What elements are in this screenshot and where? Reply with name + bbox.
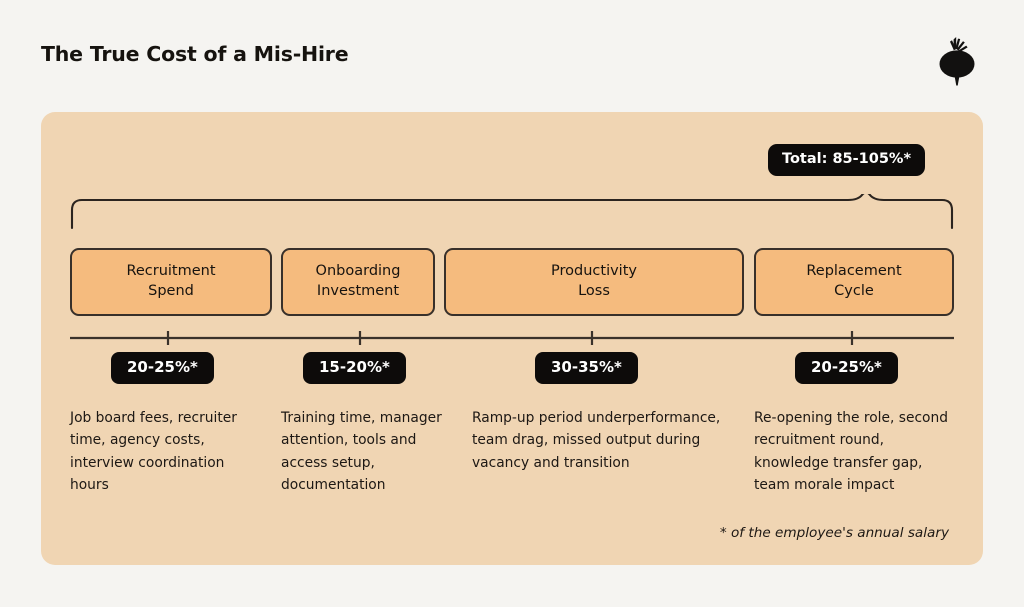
category-name-line2: Loss: [578, 283, 610, 299]
brace-bracket: [70, 194, 954, 230]
infographic-panel: Total: 85-105%* Recruitment Spend Onboar…: [41, 112, 983, 565]
header: The True Cost of a Mis-Hire: [0, 0, 1024, 110]
category-name-line2: Spend: [148, 283, 194, 299]
percent-badge-onboarding-investment: 15-20%*: [303, 352, 406, 384]
percent-badges: 20-25%* 15-20%* 30-35%* 20-25%*: [70, 352, 954, 384]
category-box-productivity-loss[interactable]: Productivity Loss: [444, 248, 744, 316]
category-boxes: Recruitment Spend Onboarding Investment …: [70, 248, 954, 316]
description-onboarding-investment: Training time, manager attention, tools …: [281, 410, 442, 494]
percent-badge-productivity-loss: 30-35%*: [535, 352, 638, 384]
total-badge: Total: 85-105%*: [768, 144, 926, 176]
category-box-replacement-cycle[interactable]: Replacement Cycle: [754, 248, 954, 316]
category-box-recruitment-spend[interactable]: Recruitment Spend: [70, 248, 272, 316]
description-replacement-cycle: Re-opening the role, second recruitment …: [754, 410, 948, 494]
category-name-line2: Investment: [316, 283, 400, 299]
percent-badge-recruitment-spend: 20-25%*: [111, 352, 214, 384]
description-recruitment-spend: Job board fees, recruiter time, agency c…: [70, 410, 237, 494]
category-box-onboarding-investment[interactable]: Onboarding Investment: [281, 248, 435, 316]
page-title: The True Cost of a Mis-Hire: [41, 42, 349, 66]
beet-icon: [931, 34, 983, 86]
descriptions: Job board fees, recruiter time, agency c…: [70, 407, 954, 507]
axis: [70, 328, 954, 348]
category-name-line1: Productivity: [551, 263, 637, 280]
category-name-line1: Recruitment: [126, 263, 216, 280]
category-name-line2: Cycle: [834, 283, 874, 299]
description-productivity-loss: Ramp-up period underperformance, team dr…: [472, 410, 721, 471]
category-name-line1: Onboarding: [315, 263, 401, 280]
category-name-line1: Replacement: [806, 263, 902, 280]
footnote: * of the employee's annual salary: [719, 525, 949, 541]
percent-badge-replacement-cycle: 20-25%*: [795, 352, 898, 384]
